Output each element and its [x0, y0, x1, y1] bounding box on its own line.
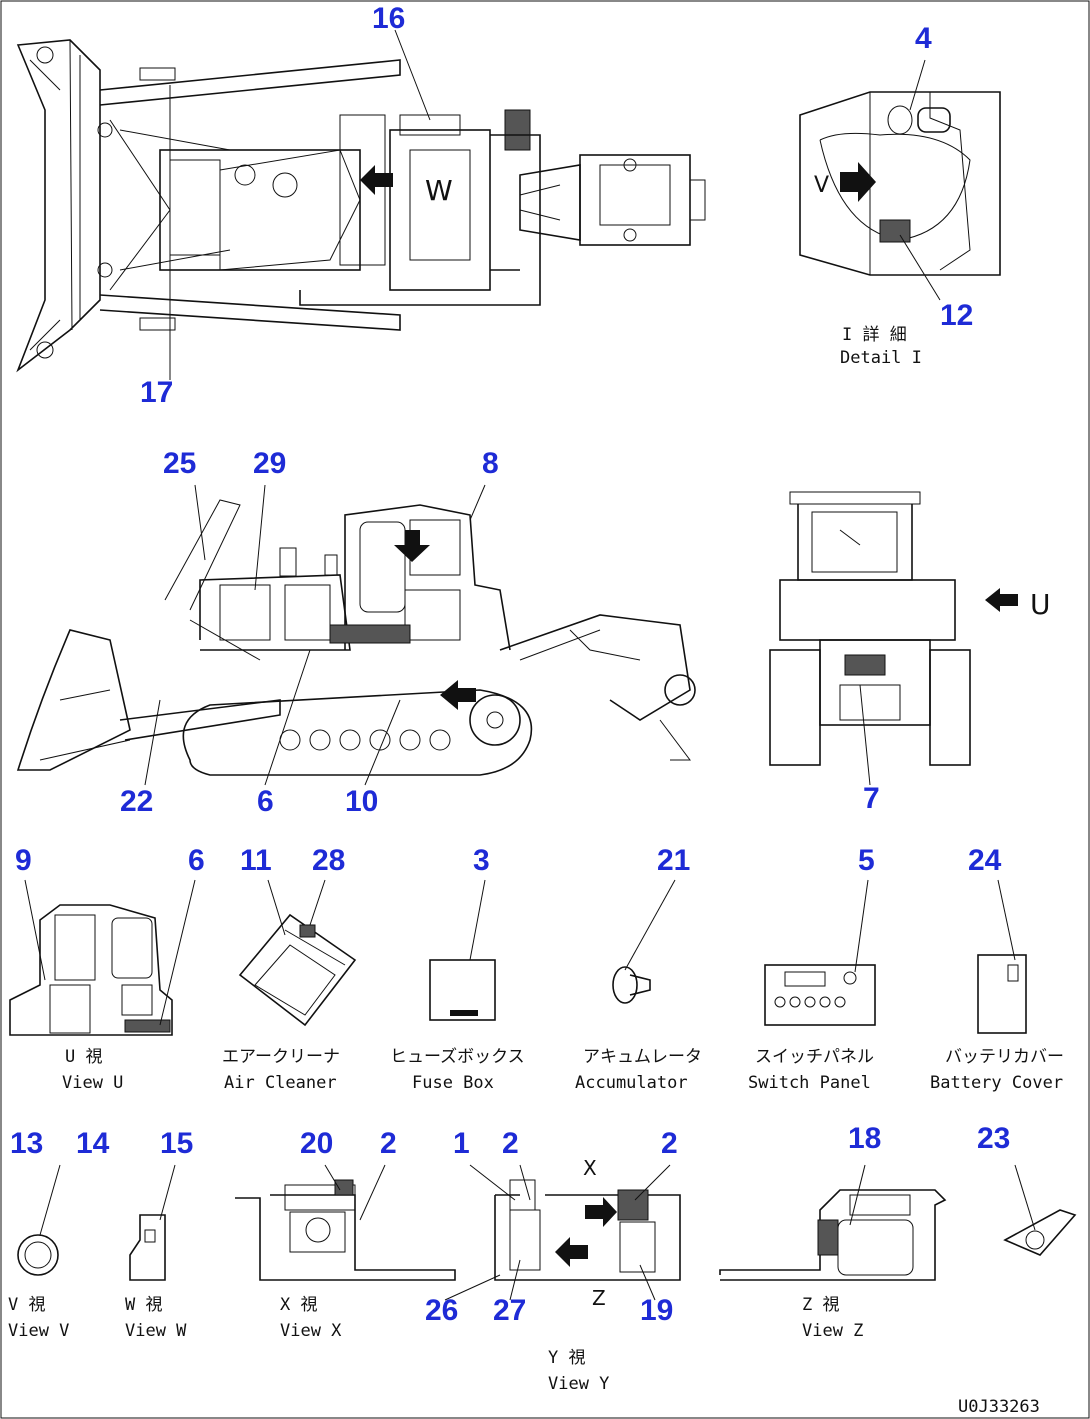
air-cleaner-drawing — [238, 879, 357, 1027]
view-23-drawing — [1003, 1164, 1077, 1256]
callout-6-side: 6 — [257, 785, 274, 818]
callout-21: 21 — [657, 844, 690, 877]
caption-view-v-jp: V 視 — [8, 1295, 45, 1315]
callout-18: 18 — [848, 1122, 881, 1155]
caption-battery-cover-jp: バッテリカバー — [945, 1047, 1064, 1067]
rear-view-drawing: U — [769, 491, 1051, 786]
callout-17: 17 — [140, 376, 173, 409]
view-w-drawing — [129, 1164, 176, 1281]
caption-switch-panel-jp: スイッチパネル — [755, 1047, 874, 1067]
view-u-drawing — [9, 879, 196, 1036]
caption-view-y-jp: Y 視 — [548, 1348, 585, 1368]
captions: I 詳 細 Detail I U 視 View U エアークリーナ Air Cl… — [8, 325, 1064, 1417]
caption-detail-jp: I 詳 細 — [842, 325, 907, 345]
callout-2-view-y-left: 2 — [502, 1127, 519, 1160]
callout-2-view-y-right: 2 — [661, 1127, 678, 1160]
callout-labels: 16 17 4 12 25 29 8 22 6 10 7 9 6 11 28 3… — [10, 2, 1010, 1327]
callout-6-view-u: 6 — [188, 844, 205, 877]
callout-26: 26 — [425, 1294, 458, 1327]
caption-view-y-en: View Y — [548, 1374, 609, 1394]
arrow-left-icon-y — [555, 1237, 588, 1267]
callout-14: 14 — [76, 1127, 110, 1160]
arrow-left-icon-rear — [985, 588, 1018, 612]
callout-16: 16 — [372, 2, 405, 35]
arrow-left-icon — [360, 165, 393, 195]
caption-view-z-en: View Z — [802, 1321, 863, 1341]
callout-24: 24 — [968, 844, 1002, 877]
caption-battery-cover-en: Battery Cover — [930, 1073, 1063, 1093]
view-y-drawing: X Z — [444, 1156, 681, 1310]
letter-u-rear: U — [1030, 588, 1051, 621]
callout-29: 29 — [253, 447, 286, 480]
switch-panel-drawing — [764, 879, 876, 1026]
view-v-drawing — [17, 1164, 61, 1276]
callout-22: 22 — [120, 785, 153, 818]
letter-x-view: X — [583, 1156, 597, 1180]
callout-13: 13 — [10, 1127, 43, 1160]
callout-20: 20 — [300, 1127, 333, 1160]
caption-view-x-jp: X 視 — [280, 1295, 317, 1315]
letter-z-view: Z — [592, 1286, 606, 1310]
drawing-code: U0J33263 — [958, 1397, 1040, 1417]
callout-1: 1 — [453, 1127, 470, 1160]
top-view-drawing: W — [16, 29, 706, 380]
arrow-down-icon — [394, 530, 430, 562]
callout-5: 5 — [858, 844, 875, 877]
callout-2-view-x: 2 — [380, 1127, 397, 1160]
callout-4: 4 — [915, 22, 932, 55]
caption-accumulator-jp: アキュムレータ — [583, 1047, 702, 1067]
callout-10: 10 — [345, 785, 378, 818]
view-z-drawing — [719, 1164, 947, 1281]
caption-view-x-en: View X — [280, 1321, 342, 1341]
caption-detail-en: Detail I — [840, 348, 922, 368]
view-x-drawing — [235, 1164, 456, 1281]
callout-7: 7 — [863, 782, 880, 815]
letter-w-top: W — [425, 174, 453, 207]
callout-12: 12 — [940, 299, 973, 332]
detail-i-drawing: V — [799, 59, 1001, 301]
arrow-right-icon-y — [585, 1197, 617, 1227]
letter-v-detail: V — [814, 173, 829, 198]
caption-view-u-en: View U — [62, 1073, 123, 1093]
side-view-drawing — [16, 484, 696, 786]
caption-view-w-jp: W 視 — [125, 1295, 162, 1315]
caption-fuse-box-jp: ヒューズボックス — [390, 1047, 525, 1067]
callout-3: 3 — [473, 844, 490, 877]
callout-11: 11 — [240, 844, 272, 877]
callout-8: 8 — [482, 447, 499, 480]
callout-9: 9 — [15, 844, 32, 877]
battery-cover-drawing — [977, 879, 1027, 1034]
caption-view-w-en: View W — [125, 1321, 187, 1341]
caption-fuse-box-en: Fuse Box — [412, 1073, 494, 1093]
arrow-right-icon — [840, 162, 876, 202]
caption-view-u-jp: U 視 — [65, 1047, 102, 1067]
fuse-box-drawing — [429, 879, 496, 1021]
callout-28: 28 — [312, 844, 345, 877]
caption-air-cleaner-en: Air Cleaner — [224, 1073, 337, 1093]
caption-switch-panel-en: Switch Panel — [748, 1073, 871, 1093]
caption-accumulator-en: Accumulator — [575, 1073, 688, 1093]
caption-view-v-en: View V — [8, 1321, 69, 1341]
caption-view-z-jp: Z 視 — [802, 1295, 839, 1315]
caption-air-cleaner-jp: エアークリーナ — [222, 1047, 340, 1067]
arrow-left-icon-side — [440, 680, 476, 710]
accumulator-drawing — [612, 879, 676, 1004]
callout-15: 15 — [160, 1127, 193, 1160]
callout-19: 19 — [640, 1294, 673, 1327]
callout-27: 27 — [493, 1294, 526, 1327]
callout-25: 25 — [163, 447, 196, 480]
callout-23: 23 — [977, 1122, 1010, 1155]
